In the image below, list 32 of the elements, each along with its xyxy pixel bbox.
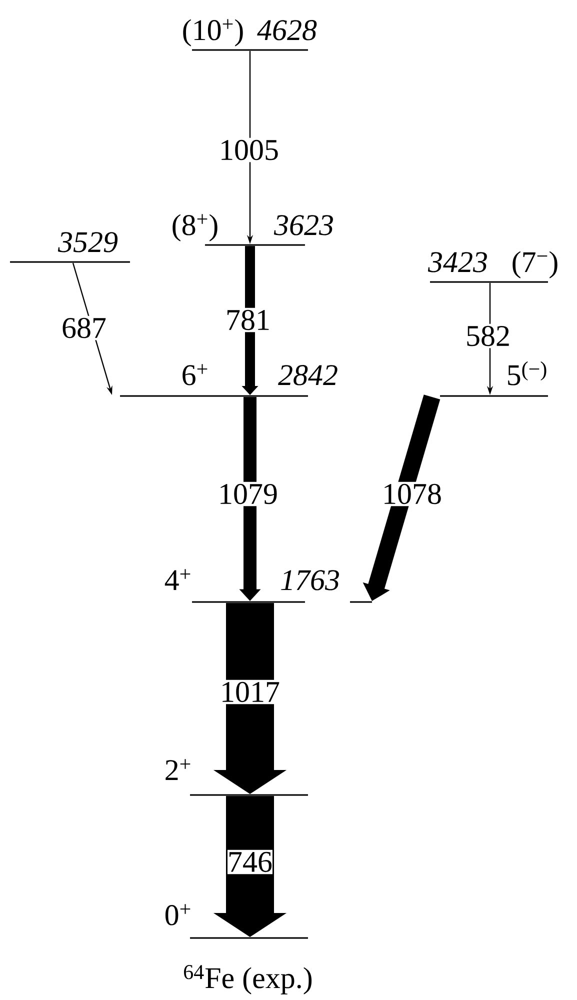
node-label: 6$^{+}$ [182, 364, 208, 386]
node-label: 1763 [281, 570, 339, 590]
node-label: 3529 [58, 232, 118, 252]
energy-level: 3529 [10, 232, 130, 263]
edge-label: 746 [228, 850, 272, 874]
edge-label: 781 [226, 308, 270, 332]
node-label: 4628 [257, 20, 317, 40]
energy-level: (10$^{+}$) 4628 [183, 19, 317, 51]
edge-label: 1078 [382, 482, 442, 506]
node-label: 2$^{+}$ [166, 759, 190, 780]
energy-level: 3423 (7$^{−}$) [428, 251, 558, 283]
node-label: 3423 [428, 252, 487, 272]
energy-level: 5$^{(−)}$ [440, 361, 548, 397]
caption: $^{64}$Fe (exp.) [184, 965, 312, 994]
node-label: (8$^{+}$) [172, 214, 218, 242]
node-label: 4$^{+}$ [164, 569, 190, 590]
node-label: (7$^{−}$) [512, 251, 558, 278]
energy-level: (8$^{+}$) 3623 [172, 214, 333, 246]
edge-label: 687 [62, 316, 106, 340]
energy-level: 4$^{+}$ 1763 [164, 569, 372, 603]
node-label: 3623 [274, 215, 333, 236]
node-label: 0$^{+}$ [165, 904, 190, 926]
edge-label: 1005 [219, 138, 279, 162]
energy-level: 2$^{+}$ [166, 759, 308, 796]
edge-label: 1079 [218, 482, 278, 506]
node-label: 2842 [278, 365, 338, 386]
node-label: 5$^{(−)}$ [508, 361, 546, 386]
energy-level: 6$^{+}$ 2842 [120, 364, 338, 397]
edge-label: 1017 [220, 680, 280, 704]
node-label: (10$^{+}$) [183, 19, 243, 46]
edge-label: 582 [466, 324, 510, 348]
energy-level: 0$^{+}$ [165, 904, 308, 939]
